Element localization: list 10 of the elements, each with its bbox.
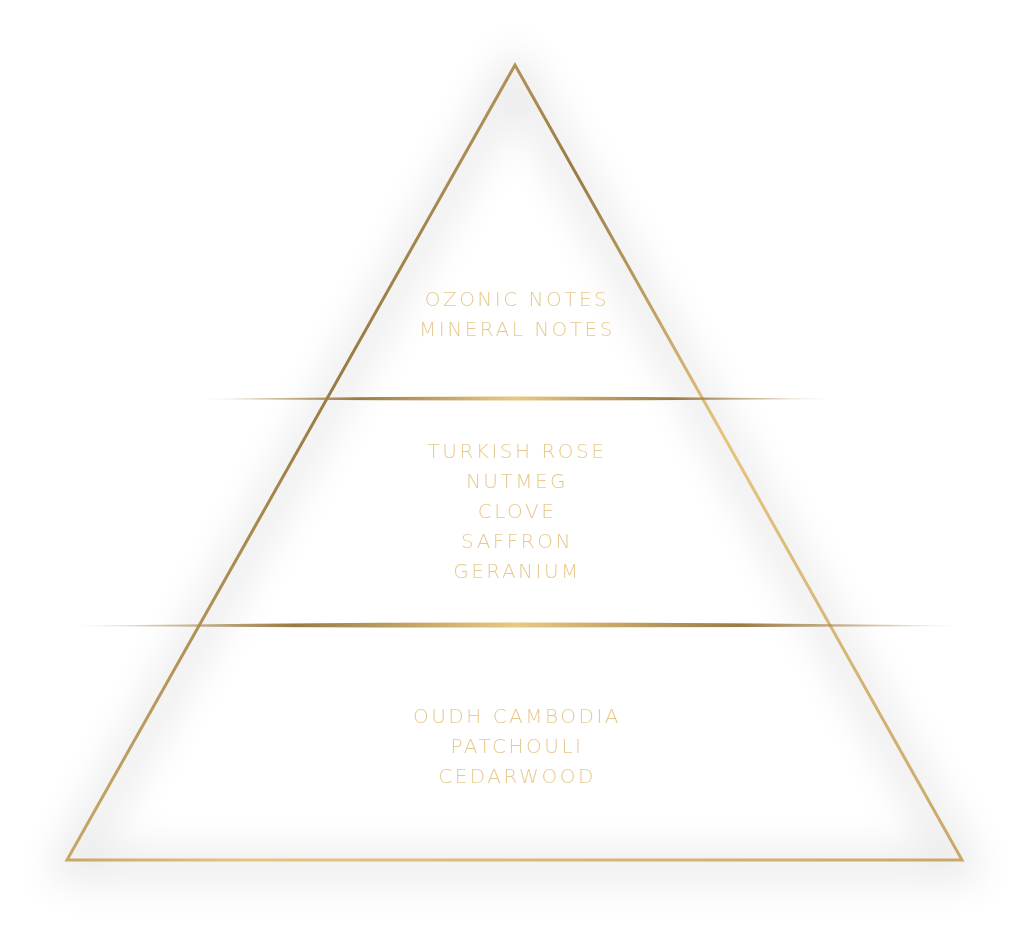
note-text: TURKISH ROSE <box>427 438 607 465</box>
note-text: PATCHOULI <box>450 733 584 760</box>
note-text: CEDARWOOD <box>438 763 596 790</box>
note-text: GERANIUM <box>453 558 581 585</box>
note-text: MINERAL NOTES <box>419 316 615 343</box>
note-text: NUTMEG <box>465 468 569 495</box>
note-text: OUDH CAMBODIA <box>412 703 621 730</box>
note-text: SAFFRON <box>461 528 573 555</box>
note-text: OZONIC NOTES <box>424 286 610 313</box>
note-text: CLOVE <box>477 498 557 525</box>
